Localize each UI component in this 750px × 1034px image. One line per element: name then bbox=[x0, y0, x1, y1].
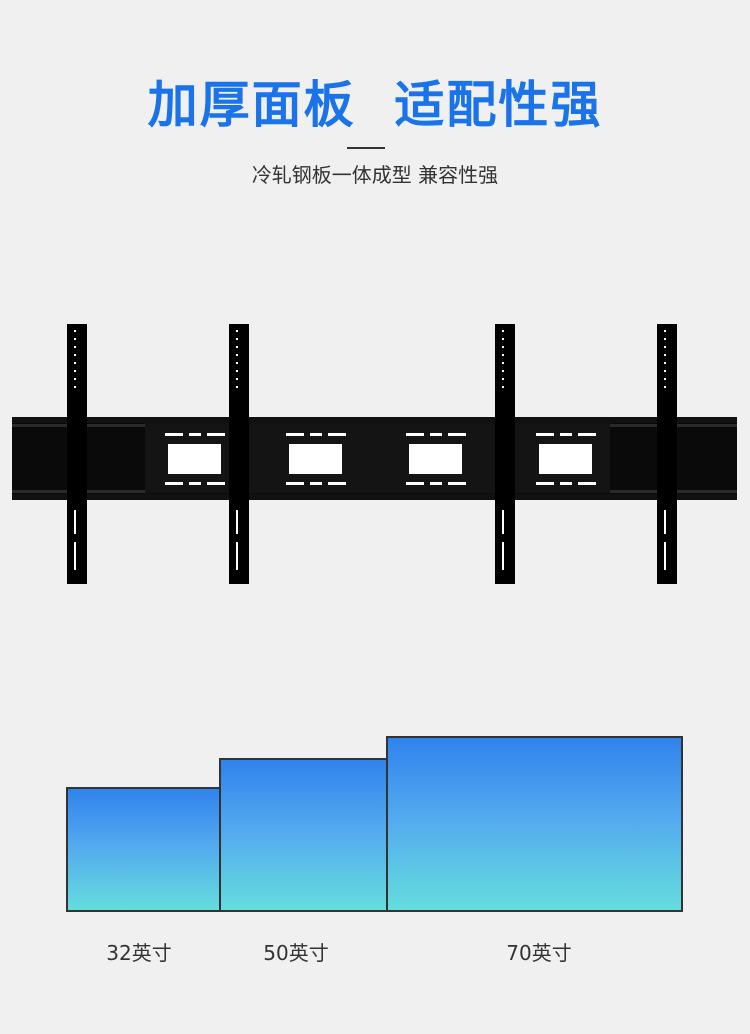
size-label-70: 70英寸 bbox=[506, 941, 572, 965]
screen-50-inch bbox=[219, 758, 389, 912]
subheadline: 冷轧钢板一体成型 兼容性强 bbox=[251, 163, 499, 187]
size-label-50: 50英寸 bbox=[263, 941, 329, 965]
vertical-arm-2 bbox=[229, 324, 249, 584]
size-label-32: 32英寸 bbox=[106, 941, 172, 965]
screen-70-inch bbox=[386, 736, 683, 912]
screen-size-comparison bbox=[0, 730, 750, 930]
horizontal-rail bbox=[12, 417, 737, 500]
rail-slot-group-3 bbox=[406, 433, 466, 485]
screen-32-inch bbox=[66, 787, 221, 912]
rail-slot-group-4 bbox=[536, 433, 596, 485]
vertical-arm-3 bbox=[495, 324, 515, 584]
headline: 加厚面板 适配性强 bbox=[147, 76, 603, 134]
rail-slot-group-1 bbox=[165, 433, 225, 485]
vertical-arm-1 bbox=[67, 324, 87, 584]
wall-mount-bracket-illustration bbox=[12, 324, 737, 584]
rail-slot-group-2 bbox=[286, 433, 346, 485]
vertical-arm-4 bbox=[657, 324, 677, 584]
title-divider bbox=[347, 147, 385, 149]
